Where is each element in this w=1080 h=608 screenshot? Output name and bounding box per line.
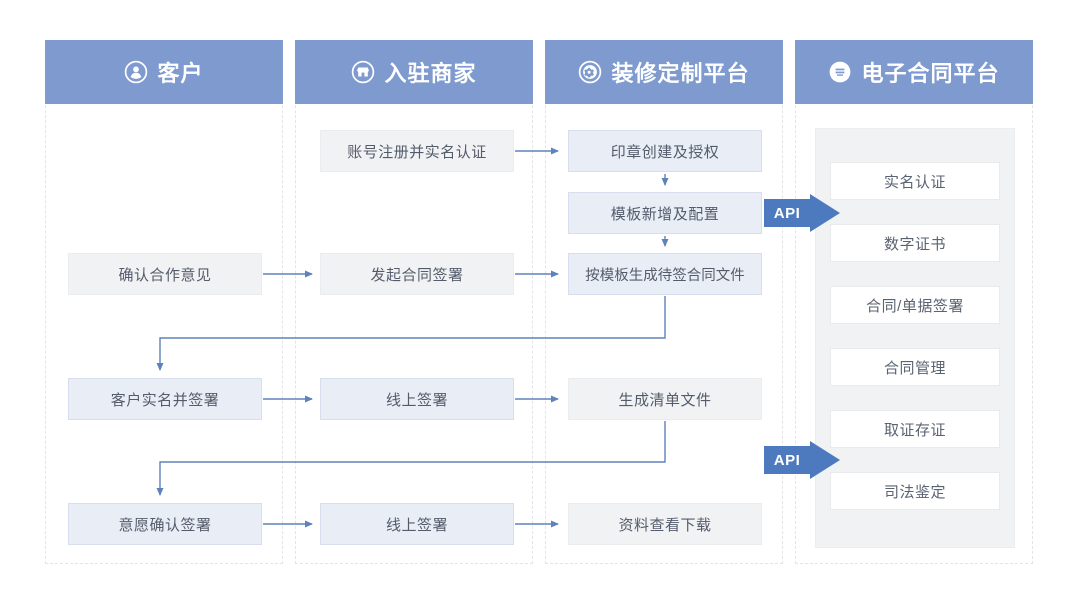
- api-arrowhead-1: [810, 194, 840, 232]
- lane-decoration-platform: 装修定制平台: [545, 40, 783, 564]
- api-arrowhead-2: [810, 441, 840, 479]
- lane-title: 入驻商家: [384, 61, 477, 86]
- shop-icon: [351, 60, 375, 84]
- lane-header-merchant: 入驻商家: [295, 40, 533, 104]
- step-template-config: 模板新增及配置: [568, 192, 762, 234]
- step-generate-contract: 按模板生成待签合同文件: [568, 253, 762, 295]
- step-online-sign-1: 线上签署: [320, 378, 514, 420]
- step-seal-create: 印章创建及授权: [568, 130, 762, 172]
- lane-title: 电子合同平台: [861, 61, 1000, 86]
- contract-logo-icon: [828, 60, 852, 84]
- step-account-register: 账号注册并实名认证: [320, 130, 514, 172]
- service-contract-manage: 合同管理: [830, 348, 1000, 386]
- service-realname-auth: 实名认证: [830, 162, 1000, 200]
- service-evidence: 取证存证: [830, 410, 1000, 448]
- step-view-download: 资料查看下载: [568, 503, 762, 545]
- lane-header-customer: 客户: [45, 40, 283, 104]
- lane-merchant: 入驻商家: [295, 40, 533, 564]
- step-initiate-sign: 发起合同签署: [320, 253, 514, 295]
- lane-title: 客户: [157, 61, 204, 86]
- service-digital-cert: 数字证书: [830, 224, 1000, 262]
- customer-icon: [124, 60, 148, 84]
- step-intent-sign: 意愿确认签署: [68, 503, 262, 545]
- step-confirm-cooperation: 确认合作意见: [68, 253, 262, 295]
- api-tag-2: API: [764, 446, 810, 474]
- step-generate-list: 生成清单文件: [568, 378, 762, 420]
- service-judicial: 司法鉴定: [830, 472, 1000, 510]
- api-tag-1: API: [764, 199, 810, 227]
- lane-header-econtract-platform: 电子合同平台: [795, 40, 1033, 104]
- step-online-sign-2: 线上签署: [320, 503, 514, 545]
- gear-icon: [578, 60, 602, 84]
- lane-title: 装修定制平台: [611, 61, 750, 86]
- lane-customer: 客户: [45, 40, 283, 564]
- service-contract-sign: 合同/单据签署: [830, 286, 1000, 324]
- step-customer-sign: 客户实名并签署: [68, 378, 262, 420]
- lane-header-decoration-platform: 装修定制平台: [545, 40, 783, 104]
